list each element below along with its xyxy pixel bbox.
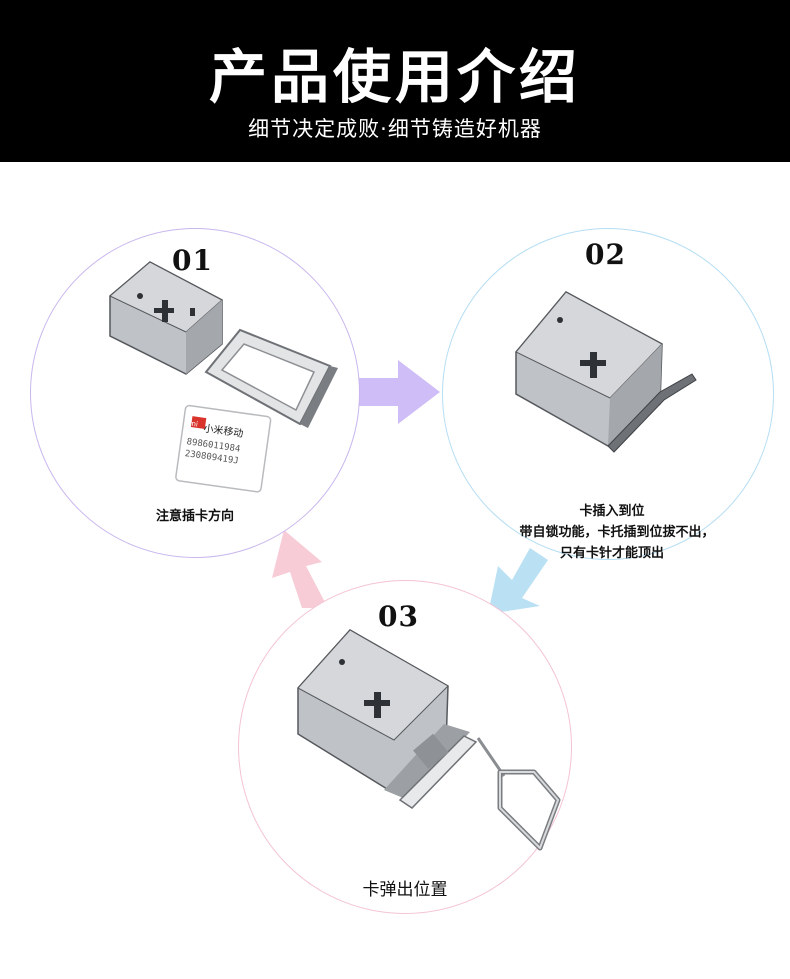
sim-card-image [175, 404, 272, 493]
arrow-step3-to-step1 [272, 530, 328, 608]
page-subtitle: 细节决定成败·细节铸造好机器 [248, 117, 542, 141]
arrow-step2-to-step3 [488, 548, 548, 614]
header-banner: 产品使用介绍 细节决定成败·细节铸造好机器 [0, 0, 790, 162]
sim-tray-image [204, 328, 338, 428]
step-3-number: 03 [378, 600, 419, 633]
sim-holder-ejected-image [297, 629, 478, 809]
sim-holder-image [109, 261, 223, 375]
step-3-caption: 卡弹出位置 [362, 880, 448, 900]
arrow-step1-to-step2 [358, 360, 440, 424]
page-title: 产品使用介绍 [208, 43, 581, 111]
step-2-caption-line1: 卡插入到位 [579, 504, 645, 519]
eject-pin-image [476, 737, 561, 851]
step-1-number: 01 [172, 244, 213, 277]
step-1-caption: 注意插卡方向 [155, 509, 234, 524]
step-2-number: 02 [585, 238, 626, 271]
step-2-caption-line3: 只有卡针才能顶出 [559, 546, 664, 561]
step-2-caption-line2: 带自锁功能，卡托插到位拔不出， [519, 525, 715, 540]
sim-holder-inserted-image [515, 291, 697, 453]
